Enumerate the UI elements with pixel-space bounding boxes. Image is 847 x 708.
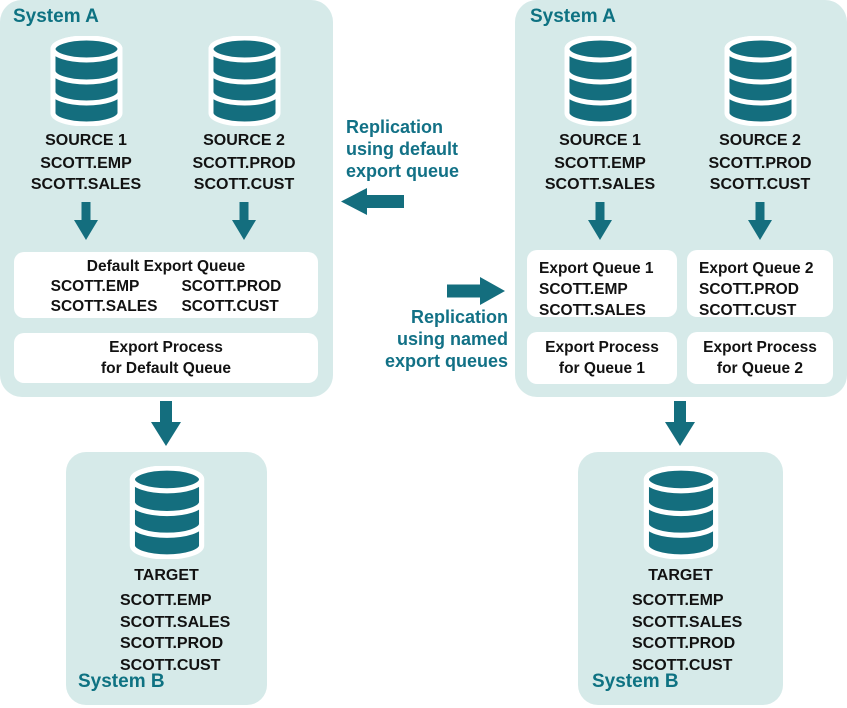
arrow-down-icon xyxy=(232,202,256,240)
source-label: SOURCE 1 xyxy=(559,132,641,149)
source-tables: SCOTT.PROD SCOTT.CUST xyxy=(708,155,812,193)
right-system-b-panel: TARGET SCOTT.EMP SCOTT.SALES SCOTT.PROD … xyxy=(578,452,783,705)
arrow-down-icon xyxy=(588,202,612,240)
default-queue-col1: SCOTT.EMP SCOTT.SALES xyxy=(50,278,158,315)
left-system-b-title: System B xyxy=(78,671,165,692)
arrow-down-icon xyxy=(151,401,181,446)
source-label: SOURCE 1 xyxy=(45,132,127,149)
target-label: TARGET xyxy=(648,567,713,584)
left-source-1-group: SOURCE 1 SCOTT.EMP SCOTT.SALES xyxy=(21,36,151,240)
database-icon xyxy=(129,466,204,559)
left-source-2-group: SOURCE 2 SCOTT.PROD SCOTT.CUST xyxy=(179,36,309,240)
default-queue-title: Default Export Queue xyxy=(86,258,246,275)
left-target-group: TARGET SCOTT.EMP SCOTT.SALES SCOTT.PROD … xyxy=(66,452,267,676)
source-tables: SCOTT.EMP SCOTT.SALES xyxy=(544,155,656,193)
export-process-1-box: Export Process for Queue 1 xyxy=(527,332,677,384)
export-queue-2-box: Export Queue 2 SCOTT.PROD SCOTT.CUST xyxy=(687,250,833,319)
left-system-a-panel: System A SOURCE 1 SCOTT.EMP SCOTT.SALES xyxy=(0,0,333,397)
database-icon xyxy=(50,36,122,126)
database-icon xyxy=(643,466,718,559)
target-label: TARGET xyxy=(134,567,199,584)
caption-default-queue: Replication using default export queue xyxy=(346,117,460,181)
right-source-2-group: SOURCE 2 SCOTT.PROD SCOTT.CUST xyxy=(695,36,825,240)
right-target-group: TARGET SCOTT.EMP SCOTT.SALES SCOTT.PROD … xyxy=(578,452,783,676)
arrow-down-icon xyxy=(748,202,772,240)
target-tables: SCOTT.EMP SCOTT.SALES SCOTT.PROD SCOTT.C… xyxy=(120,592,231,674)
default-export-process-box: Export Process for Default Queue xyxy=(14,333,318,383)
export-process-2-box: Export Process for Queue 2 xyxy=(687,332,833,384)
right-system-a-panel: System A SOURCE 1 SCOTT.EMP SCOTT.SALES xyxy=(515,0,847,397)
target-tables: SCOTT.EMP SCOTT.SALES SCOTT.PROD SCOTT.C… xyxy=(632,592,743,674)
source-tables: SCOTT.PROD SCOTT.CUST xyxy=(192,155,296,193)
left-system-b-panel: TARGET SCOTT.EMP SCOTT.SALES SCOTT.PROD … xyxy=(66,452,267,705)
arrow-down-icon xyxy=(74,202,98,240)
source-label: SOURCE 2 xyxy=(203,132,285,149)
default-queue-col2: SCOTT.PROD SCOTT.CUST xyxy=(181,278,282,315)
right-source-1-group: SOURCE 1 SCOTT.EMP SCOTT.SALES xyxy=(535,36,665,240)
arrow-right-icon xyxy=(447,277,505,305)
caption-named-queues: Replication using named export queues xyxy=(384,307,508,371)
database-icon xyxy=(208,36,280,126)
right-system-a-title: System A xyxy=(530,6,616,27)
database-icon xyxy=(724,36,796,126)
source-tables: SCOTT.EMP SCOTT.SALES xyxy=(30,155,142,193)
database-icon xyxy=(564,36,636,126)
right-system-b-title: System B xyxy=(592,671,679,692)
arrow-down-icon xyxy=(665,401,695,446)
default-export-queue-box: Default Export Queue SCOTT.EMP SCOTT.SAL… xyxy=(14,252,318,318)
left-system-a-title: System A xyxy=(13,6,99,27)
arrow-left-icon xyxy=(341,188,404,215)
export-queue-1-box: Export Queue 1 SCOTT.EMP SCOTT.SALES xyxy=(527,250,677,319)
source-label: SOURCE 2 xyxy=(719,132,801,149)
